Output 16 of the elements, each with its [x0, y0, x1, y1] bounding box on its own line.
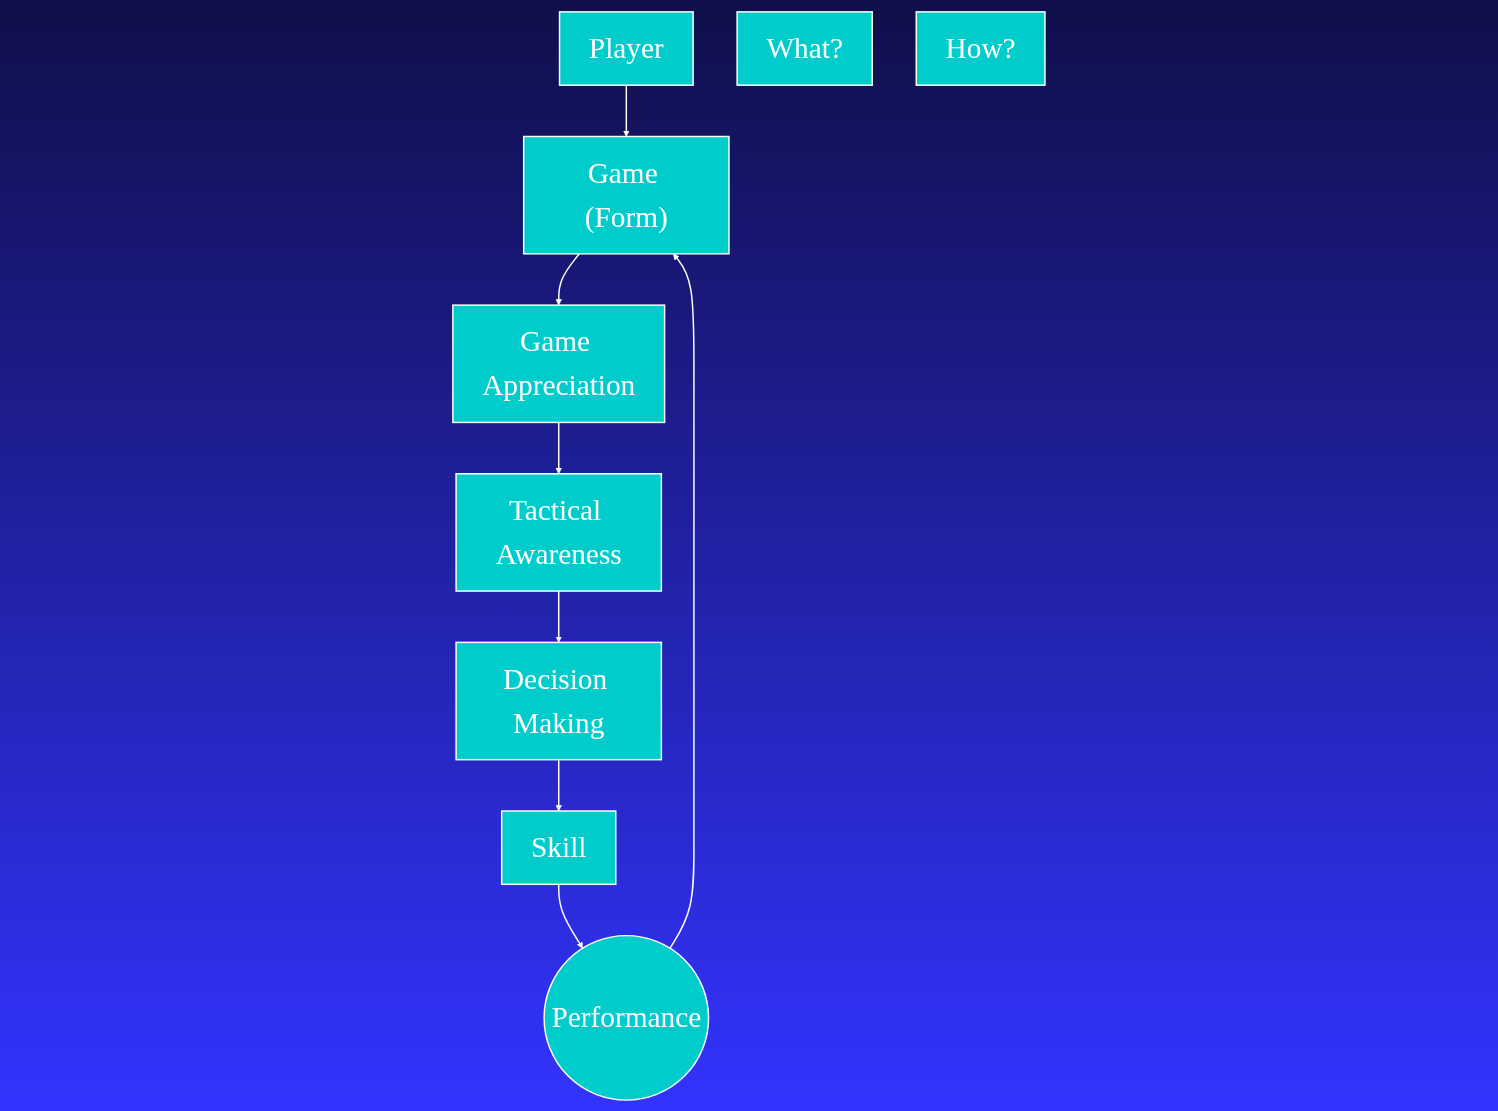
arrow [555, 589, 563, 643]
node-box: Game (Form) [523, 135, 730, 255]
node-box: How? [915, 10, 1046, 86]
arrow [669, 253, 695, 949]
node-circle: Performance [543, 934, 710, 1101]
arrow [555, 421, 563, 474]
arrow [558, 883, 584, 948]
node-box: Skill [501, 809, 617, 885]
node-box: Player [558, 10, 694, 86]
node-box: Tactical Awareness [455, 472, 663, 592]
arrow [623, 83, 630, 137]
node-box: Game Appreciation [452, 303, 666, 423]
arrow [555, 758, 563, 811]
node-box: What? [736, 10, 874, 86]
arrow [555, 252, 581, 305]
node-box: Decision Making [455, 641, 663, 760]
